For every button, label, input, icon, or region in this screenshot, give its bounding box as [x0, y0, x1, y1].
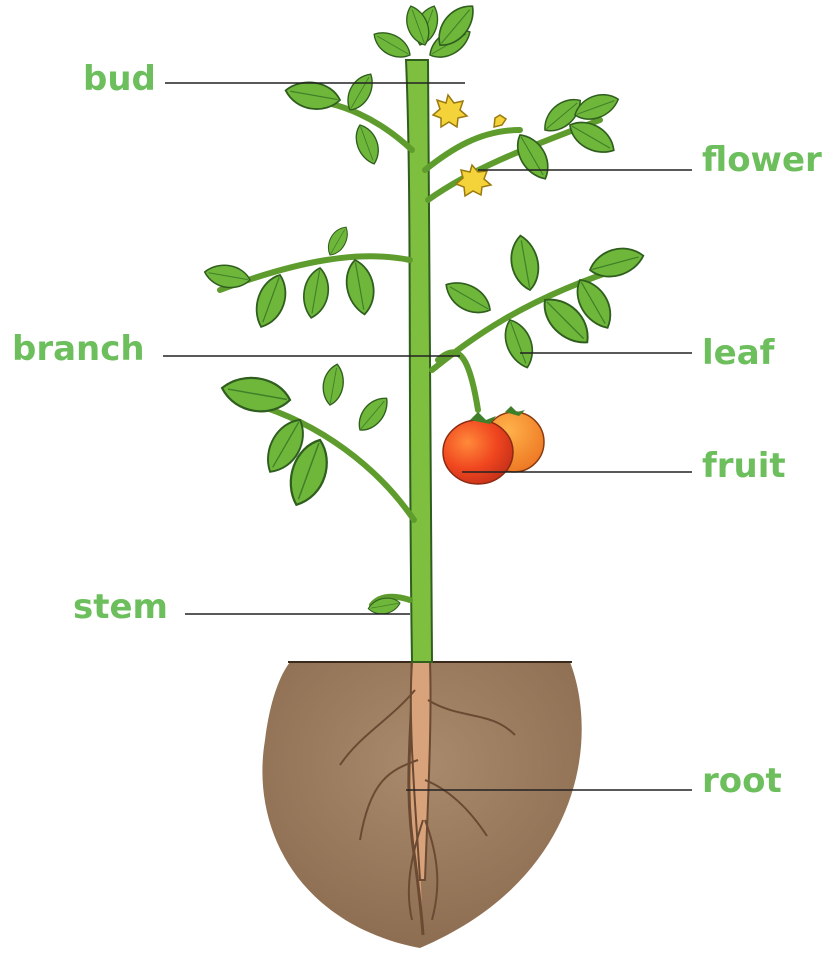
label-bud: bud	[83, 62, 156, 96]
label-flower: flower	[702, 143, 822, 177]
label-leaf: leaf	[702, 336, 774, 370]
label-stem: stem	[73, 590, 168, 624]
label-fruit: fruit	[702, 449, 786, 483]
flowers	[433, 95, 506, 196]
label-branch: branch	[12, 332, 145, 366]
label-root: root	[702, 764, 782, 798]
